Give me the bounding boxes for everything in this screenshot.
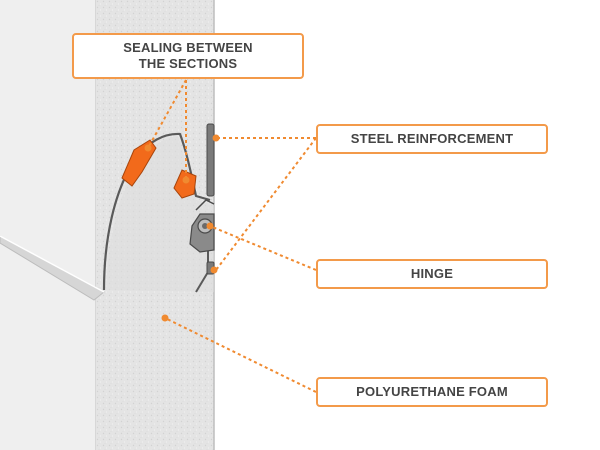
label-hinge: HINGE bbox=[316, 259, 548, 289]
leader-dots bbox=[144, 134, 220, 322]
steel-reinforcement bbox=[206, 123, 215, 197]
label-polyurethane-foam: POLYURETHANE FOAM bbox=[316, 377, 548, 407]
label-steel-reinforcement: STEEL REINFORCEMENT bbox=[316, 124, 548, 154]
label-sealing-line2: THE SECTIONS bbox=[138, 56, 238, 71]
joint-groove-highlight bbox=[0, 235, 105, 293]
seal-left bbox=[121, 139, 157, 187]
seal-right bbox=[173, 169, 197, 199]
label-sealing-line1: SEALING BETWEEN bbox=[123, 40, 253, 55]
leader-lines bbox=[147, 79, 317, 393]
label-sealing: SEALING BETWEEN THE SECTIONS bbox=[72, 33, 304, 79]
